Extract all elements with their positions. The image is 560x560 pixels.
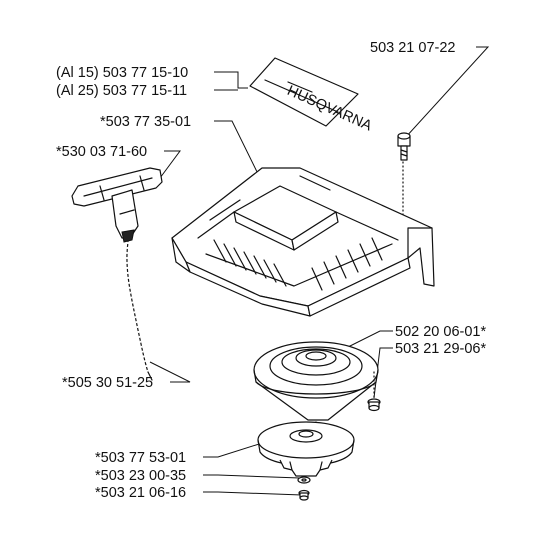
screw-bottom-part	[298, 489, 310, 501]
starter-cover	[171, 167, 435, 317]
label-pulley: *503 77 53-01	[95, 450, 186, 466]
label-cord: *505 30 51-25	[62, 375, 153, 391]
leader-cord	[149, 361, 191, 383]
starter-cord	[126, 241, 153, 381]
washer-part	[297, 476, 311, 484]
label-manual-al25: (Al 25) 503 77 15-11	[56, 83, 187, 99]
leader-handle	[159, 150, 181, 179]
screw-top-part	[397, 132, 411, 221]
cover-right-vents	[311, 237, 383, 291]
leader-pulley	[203, 437, 279, 458]
label-handle: *530 03 71-60	[56, 144, 147, 160]
leader-screw-bottom	[203, 491, 303, 496]
starter-pulley	[257, 421, 355, 477]
leader-manual-bracket	[214, 71, 248, 89]
label-spring-pulley: 502 20 06-01*	[395, 324, 486, 340]
starter-handle	[71, 167, 163, 243]
label-screw-top: 503 21 07-22	[370, 40, 455, 56]
label-cover: *503 77 35-01	[100, 114, 191, 130]
screw-small-part	[367, 371, 381, 412]
label-washer: *503 23 00-35	[95, 468, 186, 484]
label-screw-bottom: *503 21 06-16	[95, 485, 186, 501]
leader-washer	[203, 474, 301, 479]
label-screw-small: 503 21 29-06*	[395, 341, 486, 357]
leader-screw-top	[404, 46, 490, 139]
recoil-spring-pulley	[253, 341, 379, 433]
cover-left-vents	[213, 239, 287, 287]
label-manual-al15: (Al 15) 503 77 15-10	[56, 65, 188, 81]
leader-cover	[214, 120, 263, 183]
leader-lines	[149, 46, 490, 496]
manual-booklet: HUSQVARNA	[249, 57, 374, 135]
